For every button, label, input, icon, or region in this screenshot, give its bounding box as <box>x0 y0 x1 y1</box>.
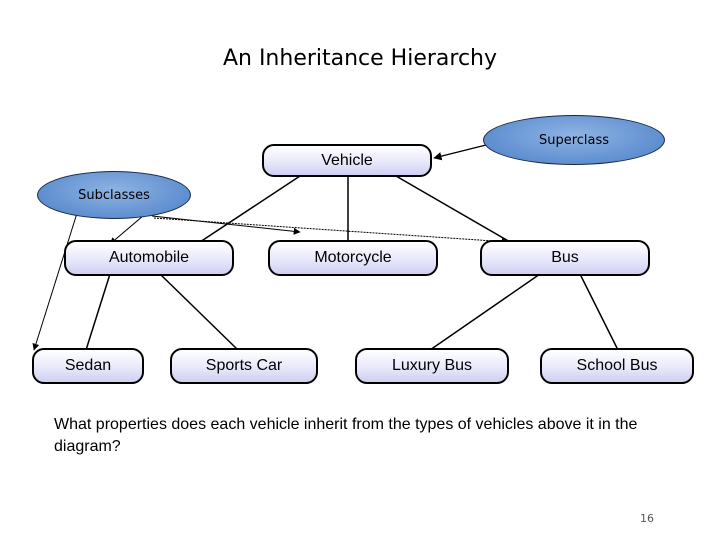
edge-vehicle-automobile <box>199 175 301 243</box>
node-automobile-label: Automobile <box>108 249 190 266</box>
question-text: What properties does each vehicle inheri… <box>54 416 638 455</box>
node-luxury-bus-label: Luxury Bus <box>391 357 473 374</box>
arrow-subclasses-sedan <box>32 209 79 351</box>
edge-vehicle-bus <box>395 175 511 243</box>
node-vehicle-label: Vehicle <box>321 151 373 169</box>
subclasses-callout: Subclasses <box>37 171 191 219</box>
superclass-label: Superclass <box>538 132 610 148</box>
node-sports-car: Sports Car <box>170 348 318 384</box>
arrow-subclasses-bus <box>153 217 509 246</box>
subclasses-label: Subclasses <box>78 187 150 203</box>
node-bus-label: Bus <box>551 249 579 266</box>
superclass-callout: Superclass <box>483 115 665 165</box>
edge-bus-luxurybus <box>429 273 541 351</box>
edge-automobile-sedan <box>85 273 111 351</box>
node-sports-car-label: Sports Car <box>205 357 283 374</box>
node-bus: Bus <box>480 240 650 276</box>
arrow-subclasses-motorcycle <box>151 215 301 235</box>
node-automobile: Automobile <box>64 240 234 276</box>
node-sedan: Sedan <box>32 348 144 384</box>
node-motorcycle-label: Motorcycle <box>314 249 392 266</box>
node-sedan-label: Sedan <box>64 357 112 374</box>
node-school-bus-label: School Bus <box>576 357 658 374</box>
slide-title: An Inheritance Hierarchy <box>222 46 498 71</box>
node-motorcycle: Motorcycle <box>268 240 438 276</box>
node-school-bus: School Bus <box>540 348 694 384</box>
node-vehicle: Vehicle <box>262 144 432 177</box>
edge-bus-schoolbus <box>579 273 619 351</box>
node-luxury-bus: Luxury Bus <box>355 348 509 384</box>
edge-automobile-sportscar <box>159 273 239 351</box>
page-number: 16 <box>640 512 654 525</box>
arrow-superclass <box>433 143 491 161</box>
